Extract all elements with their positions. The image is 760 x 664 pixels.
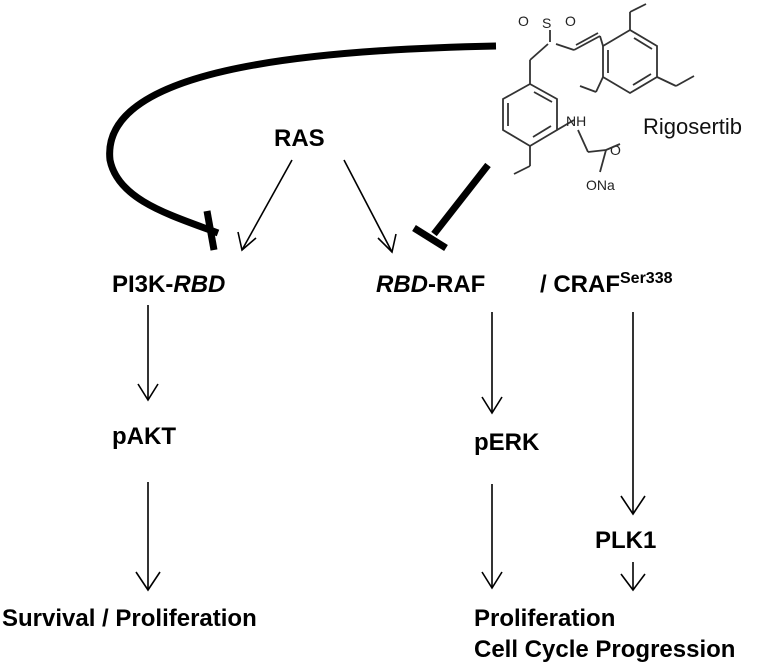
arrow-perk-to-proliferation	[481, 484, 503, 590]
benzene-ring-left	[502, 82, 558, 148]
arrow-craf-to-plk1	[620, 312, 646, 516]
carbonyl-oxygen: O	[610, 142, 621, 158]
oxygen-atom-2: O	[565, 13, 576, 29]
sulfur-atom: S	[542, 15, 551, 31]
pi3k-rbd-label: PI3K-RBD	[112, 271, 225, 298]
arrow-plk1-to-proliferation	[620, 562, 646, 592]
craf-ser338-label: / CRAFSer338	[540, 270, 673, 298]
arrow-raf-to-perk	[481, 312, 503, 415]
nh-group: NH	[566, 113, 586, 129]
benzene-ring-right	[602, 28, 658, 95]
plk1-label: PLK1	[595, 527, 656, 554]
proliferation-label: Proliferation	[474, 605, 615, 632]
sodium-carboxylate: ONa	[586, 177, 615, 193]
rigosertib-label: Rigosertib	[643, 114, 742, 139]
arrow-pakt-to-survival	[135, 482, 161, 592]
craf-superscript: Ser338	[620, 270, 673, 287]
arrow-pi3k-to-pakt	[137, 305, 159, 402]
rbd-italic: RBD	[376, 271, 428, 298]
survival-proliferation-label: Survival / Proliferation	[2, 605, 257, 632]
rbd-raf-label: RBD-RAF	[376, 271, 485, 298]
pakt-label: pAKT	[112, 423, 176, 450]
rbd-raf-suffix: -RAF	[428, 271, 485, 298]
arrow-ras-to-raf	[343, 159, 397, 254]
arrow-ras-to-pi3k	[237, 159, 293, 252]
craf-prefix: / CRAF	[540, 271, 620, 298]
inhibition-to-pi3k	[106, 42, 497, 251]
ras-label: RAS	[274, 125, 325, 152]
cell-cycle-label: Cell Cycle Progression	[474, 636, 735, 663]
pi3k-prefix: PI3K-	[112, 271, 173, 298]
inhibition-bar-pi3k	[203, 210, 218, 251]
oxygen-atom-1: O	[518, 13, 529, 29]
inhibition-to-raf	[412, 162, 491, 251]
inhibition-bar-raf	[412, 225, 448, 251]
rigosertib-structure: S O O NH O ONa Rigosertib	[502, 3, 742, 193]
pi3k-rbd-italic: RBD	[173, 271, 225, 298]
perk-label: pERK	[474, 429, 540, 456]
